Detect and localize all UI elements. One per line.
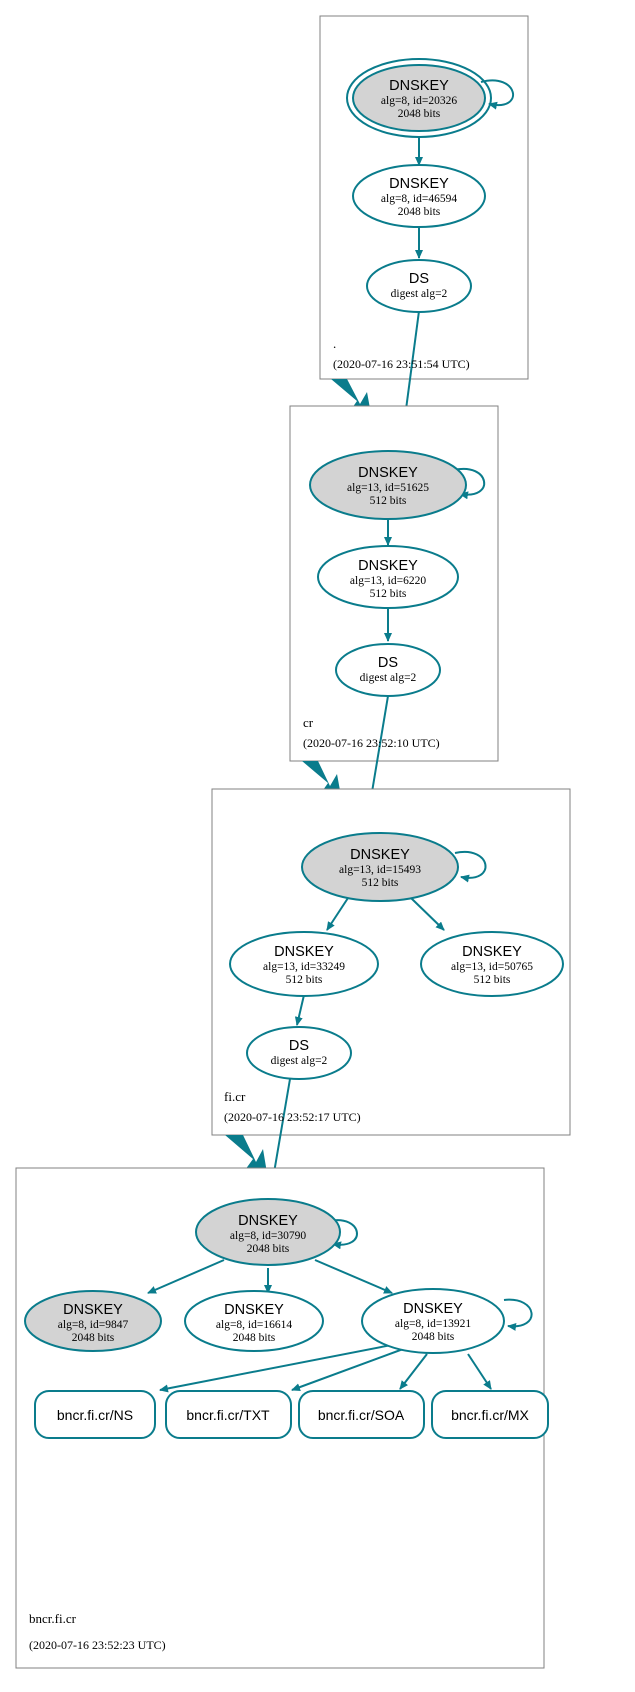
zone-timestamp-root: (2020-07-16 23:51:54 UTC): [333, 357, 470, 371]
node-root-ds-line2: digest alg=2: [391, 288, 448, 300]
node-cr-ksk-line2: alg=13, id=51625: [347, 482, 429, 494]
node-root-ds-title: DS: [409, 271, 429, 287]
zone-label-ficr: fi.cr: [224, 1089, 246, 1104]
edge-ficr-zsk1-to-ds: [294, 994, 305, 1026]
node-bncr-ksk-line2: alg=8, id=30790: [230, 1230, 306, 1242]
node-cr-ksk-line3: 512 bits: [370, 495, 407, 507]
zone-timestamp-cr: (2020-07-16 23:52:10 UTC): [303, 736, 440, 750]
node-root-zsk-title: DNSKEY: [389, 176, 449, 192]
rrset-label-soa: bncr.fi.cr/SOA: [318, 1407, 405, 1423]
node-ficr-ksk[interactable]: [301, 832, 459, 902]
edge-ficr-ksk-to-zsk1: [326, 897, 349, 931]
node-outer-ring-root-ksk: [346, 58, 492, 138]
node-bncr-ksk-title: DNSKEY: [238, 1213, 298, 1229]
edge-bncr-ksk-to-k9847: [147, 1259, 225, 1294]
edge-ficr-ksk-to-zsk2: [410, 897, 445, 931]
edge-self-loop-root-ksk: [480, 79, 515, 110]
node-bncr-k13921-line3: 2048 bits: [412, 1331, 455, 1343]
node-cr-ksk[interactable]: [309, 450, 467, 520]
node-cr-ds-line2: digest alg=2: [360, 672, 417, 684]
edge-self-loop-ficr-ksk: [454, 850, 487, 883]
node-root-ksk-line3: 2048 bits: [398, 108, 441, 120]
edge-self-loop-bncr-ksk: [328, 1219, 358, 1250]
node-ficr-zsk2[interactable]: [420, 931, 564, 997]
node-bncr-k13921-title: DNSKEY: [403, 1301, 463, 1317]
node-ficr-ksk-title: DNSKEY: [350, 847, 410, 863]
zone-timestamp-ficr: (2020-07-16 23:52:17 UTC): [224, 1110, 361, 1124]
node-ficr-zsk2-title: DNSKEY: [462, 944, 522, 960]
node-bncr-k9847[interactable]: [24, 1290, 162, 1352]
node-bncr-k16614-title: DNSKEY: [224, 1302, 284, 1318]
zone-label-cr: cr: [303, 715, 314, 730]
node-root-ksk-line2: alg=8, id=20326: [381, 95, 457, 107]
edge-bncr-k13921-to-rr-mx: [467, 1353, 492, 1390]
node-root-ksk-title: DNSKEY: [389, 78, 449, 94]
node-bncr-k9847-line3: 2048 bits: [72, 1332, 115, 1344]
zone-label-root: .: [333, 336, 336, 351]
delegation-arrow-root-to-cr: [331, 379, 371, 414]
edge-bncr-k13921-to-rr-txt: [291, 1344, 415, 1391]
node-cr-zsk-line3: 512 bits: [370, 588, 407, 600]
node-root-zsk-line3: 2048 bits: [398, 206, 441, 218]
node-bncr-k16614-line3: 2048 bits: [233, 1332, 276, 1344]
node-ficr-zsk1[interactable]: [229, 931, 379, 997]
node-ficr-zsk1-line3: 512 bits: [286, 974, 323, 986]
node-ficr-zsk1-title: DNSKEY: [274, 944, 334, 960]
rrset-box-soa[interactable]: [298, 1390, 425, 1439]
node-cr-ksk-title: DNSKEY: [358, 465, 418, 481]
node-root-zsk[interactable]: [352, 164, 486, 228]
node-cr-ds[interactable]: [335, 643, 441, 697]
edge-bncr-k13921-to-rr-soa: [399, 1353, 428, 1390]
rrset-box-mx[interactable]: [431, 1390, 549, 1439]
node-ficr-ksk-line2: alg=13, id=15493: [339, 864, 421, 876]
node-bncr-ksk[interactable]: [195, 1198, 341, 1266]
node-root-ksk[interactable]: [352, 64, 486, 132]
node-bncr-ksk-line3: 2048 bits: [247, 1243, 290, 1255]
rrset-label-mx: bncr.fi.cr/MX: [451, 1407, 529, 1423]
node-ficr-ksk-line3: 512 bits: [362, 877, 399, 889]
node-ficr-zsk1-line2: alg=13, id=33249: [263, 961, 345, 973]
node-cr-zsk[interactable]: [317, 545, 459, 609]
node-ficr-zsk2-line3: 512 bits: [474, 974, 511, 986]
edge-bncr-ksk-to-k13921: [314, 1259, 393, 1294]
rrset-box-txt[interactable]: [165, 1390, 292, 1439]
node-ficr-ds[interactable]: [246, 1026, 352, 1080]
node-bncr-k13921[interactable]: [361, 1288, 505, 1354]
node-bncr-k16614-line2: alg=8, id=16614: [216, 1319, 292, 1331]
node-ficr-zsk2-line2: alg=13, id=50765: [451, 961, 533, 973]
zone-label-bncr: bncr.fi.cr: [29, 1611, 77, 1626]
edge-self-loop-bncr-k13921: [503, 1298, 533, 1331]
rrset-box-ns[interactable]: [34, 1390, 156, 1439]
delegation-arrow-cr-to-ficr: [302, 761, 341, 796]
node-bncr-k9847-line2: alg=8, id=9847: [58, 1319, 129, 1331]
node-ficr-ds-line2: digest alg=2: [271, 1055, 328, 1067]
edge-bncr-k13921-to-rr-ns: [159, 1340, 413, 1393]
node-root-zsk-line2: alg=8, id=46594: [381, 193, 457, 205]
node-bncr-k9847-title: DNSKEY: [63, 1302, 123, 1318]
node-bncr-k16614[interactable]: [184, 1290, 324, 1352]
node-cr-zsk-title: DNSKEY: [358, 558, 418, 574]
zone-timestamp-bncr: (2020-07-16 23:52:23 UTC): [29, 1638, 166, 1652]
rrset-label-ns: bncr.fi.cr/NS: [57, 1407, 133, 1423]
node-cr-ds-title: DS: [378, 655, 398, 671]
node-bncr-k13921-line2: alg=8, id=13921: [395, 1318, 471, 1330]
rrset-label-txt: bncr.fi.cr/TXT: [186, 1407, 270, 1423]
node-cr-zsk-line2: alg=13, id=6220: [350, 575, 426, 587]
edge-self-loop-cr-ksk: [453, 467, 486, 500]
node-ficr-ds-title: DS: [289, 1038, 309, 1054]
node-root-ds[interactable]: [366, 259, 472, 313]
delegation-arrow-ficr-to-bncr: [225, 1135, 267, 1173]
